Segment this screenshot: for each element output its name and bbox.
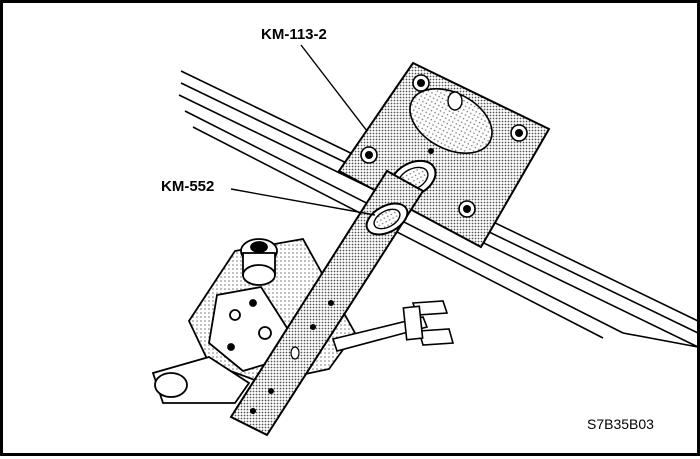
leader-line-km-113-2 [300, 44, 368, 132]
callout-km-113-2: KM-113-2 [261, 26, 327, 43]
tool-installation-illustration [151, 44, 699, 437]
callout-km-552: KM-552 [161, 178, 215, 195]
tool-bar [229, 169, 425, 437]
shift-linkage [331, 300, 455, 352]
figure-code: S7B35B03 [587, 416, 654, 432]
leader-line-km-552 [230, 188, 376, 216]
